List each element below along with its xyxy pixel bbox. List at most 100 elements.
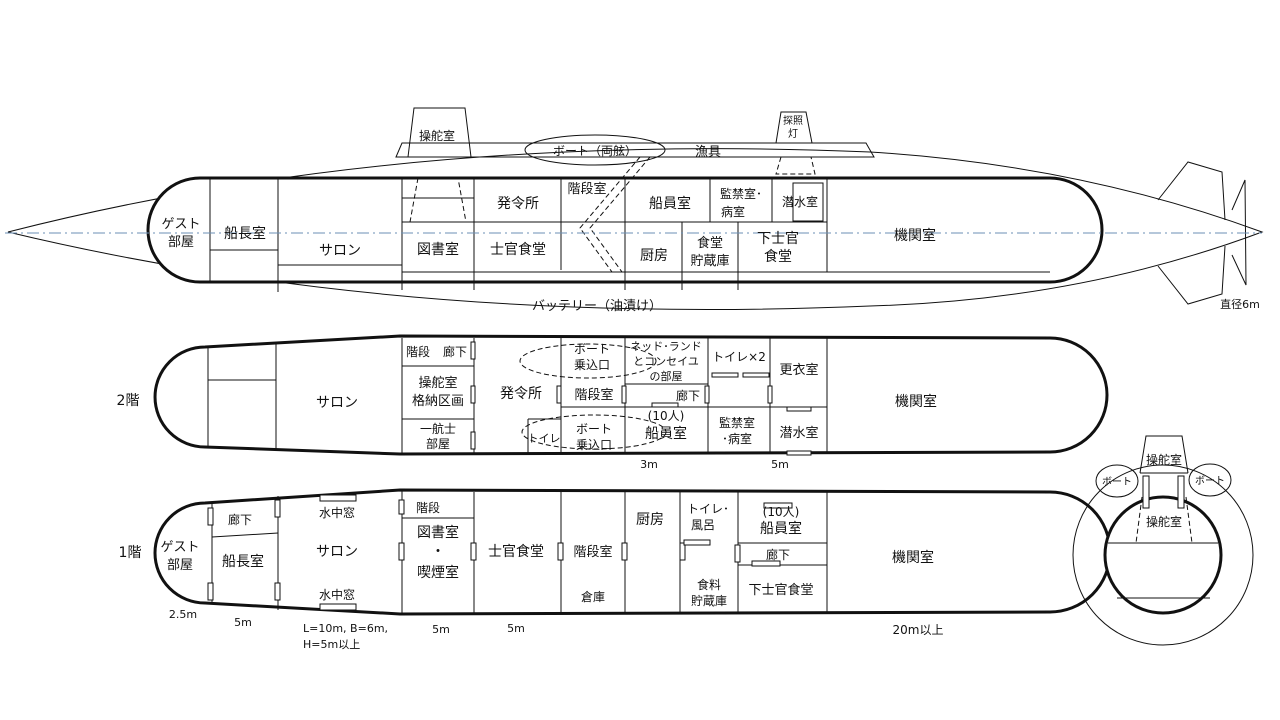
pressure-hull-deck2 <box>153 334 1109 456</box>
d1-bath-2: 風呂 <box>691 518 715 532</box>
d1-pantry-1: 食料 <box>697 577 721 592</box>
d2-corridor: 廊下 <box>676 388 700 403</box>
d1-dim-2: 5m <box>234 616 252 629</box>
d1-corridor-left: 廊下 <box>228 512 252 527</box>
d1-salon-dims-2: H=5m以上 <box>303 638 360 651</box>
searchlight-lower <box>775 156 816 175</box>
d1-library-dot: ・ <box>431 544 445 560</box>
upper-deck <box>395 142 875 158</box>
cross-bridge-tower <box>1139 435 1189 474</box>
label-diving: 潜水室 <box>782 194 818 209</box>
side-view: 操舵室 探照 灯 ボート（両舷） 漁具 ゲスト 部屋 船長室 サロン 発令所 図… <box>5 107 1264 314</box>
d1-salon-dims-1: L=10m, B=6m, <box>303 622 388 635</box>
label-nco-2: 食堂 <box>764 248 792 265</box>
d2-crew: 船員室 <box>645 425 687 442</box>
label-deck1: 1階 <box>119 545 142 561</box>
d2-boat-top-1: ボート <box>574 342 610 356</box>
bridge-tower <box>407 107 472 158</box>
d2-brig-2: ･病室 <box>722 431 752 446</box>
d1-storage: 倉庫 <box>581 589 605 604</box>
d2-engine: 機関室 <box>895 393 937 410</box>
d1-dim-1: 2.5m <box>169 608 197 621</box>
d2-toilet: トイレ <box>528 432 561 445</box>
d1-window-top: 水中窓 <box>319 505 355 520</box>
pressure-hull-deck1 <box>153 488 1112 616</box>
label-searchlight-2: 灯 <box>788 128 798 140</box>
label-nco-1: 下士官 <box>757 231 799 247</box>
d1-pantry-2: 貯蔵庫 <box>691 594 727 608</box>
label-bridge: 操舵室 <box>419 128 455 143</box>
d2-stairs-left: 階段 <box>406 344 430 359</box>
searchlight-tower <box>775 111 813 144</box>
label-deck-boat: ボート（両舷） <box>553 143 637 158</box>
d1-galley: 厨房 <box>636 512 664 528</box>
label-brig-1: 監禁室･ <box>720 186 762 201</box>
d2-diving: 潜水室 <box>779 425 818 441</box>
cross-boat-left-label: ボート <box>1102 476 1132 488</box>
d1-dim-3: 5m <box>432 623 450 636</box>
d1-corridor: 廊下 <box>766 547 790 562</box>
d2-toilets: トイレ×2 <box>712 350 766 364</box>
d1-library-3: 喫煙室 <box>417 564 459 581</box>
d1-library-1: 図書室 <box>417 524 459 541</box>
d2-boat-top-2: 乗込口 <box>574 358 610 372</box>
label-guest-2: 部屋 <box>168 235 194 250</box>
d1-captain: 船長室 <box>222 553 264 570</box>
d2-brig-1: 監禁室 <box>719 415 755 430</box>
cross-boat-right-label: ボート <box>1195 475 1225 487</box>
cross-pressure-hull <box>1103 495 1223 615</box>
d2-bridge-storage-2: 格納区画 <box>412 393 464 409</box>
cross-boat-left <box>1095 464 1139 498</box>
label-guest-1: ゲスト <box>161 217 200 232</box>
label-galley: 厨房 <box>640 248 668 264</box>
cross-bridge-inner-label: 操舵室 <box>1146 514 1182 529</box>
deck1-plan: 1階 ゲスト 部屋 廊下 船長室 水中窓 サロン 水中窓 階段 図書室 ・ 喫煙… <box>119 488 1112 651</box>
d1-crew: 船員室 <box>760 520 802 537</box>
d2-bridge-storage-1: 操舵室 <box>418 375 457 391</box>
label-deck2: 2階 <box>117 393 140 409</box>
d1-dim-5: 20m以上 <box>893 623 944 637</box>
d2-first-officer-2: 部屋 <box>426 436 450 451</box>
label-pantry-2: 貯蔵庫 <box>690 254 729 269</box>
d2-dim-3m: 3m <box>640 458 658 471</box>
deck-boat-ellipse <box>524 134 666 166</box>
label-library: 図書室 <box>417 241 459 258</box>
label-command: 発令所 <box>497 196 539 212</box>
label-captain: 船長室 <box>224 225 266 242</box>
d1-officers-mess: 士官食堂 <box>488 543 544 560</box>
label-fishing-gear: 漁具 <box>695 145 721 160</box>
d2-locker: 更衣室 <box>779 362 818 378</box>
d1-window-bottom: 水中窓 <box>319 587 355 602</box>
d1-crew-count: (10人) <box>763 505 800 519</box>
d2-boat-bottom-1: ボート <box>576 422 612 436</box>
d1-stairs-small: 階段 <box>416 500 440 515</box>
tail-fin-lower <box>1157 245 1226 305</box>
d1-guest-1: ゲスト <box>160 540 199 555</box>
boat-entry-top-dashed <box>519 343 657 379</box>
cross-boat-right <box>1188 463 1232 497</box>
label-salon: サロン <box>319 243 361 259</box>
stairs-dashed-2 <box>589 156 651 273</box>
d1-stairs: 階段室 <box>573 544 612 560</box>
d2-ned-1: ネッド･ランド <box>630 340 702 353</box>
label-officers-mess: 士官食堂 <box>490 241 546 258</box>
d1-dim-4: 5m <box>507 622 525 635</box>
stairs-dashed <box>579 156 641 273</box>
d2-command: 発令所 <box>500 386 542 402</box>
d1-salon: サロン <box>316 544 358 560</box>
d1-bath-1: トイレ･ <box>687 502 729 516</box>
label-crew: 船員室 <box>649 195 691 212</box>
d1-nco-mess: 下士官食堂 <box>748 582 813 598</box>
d2-dim-5m: 5m <box>771 458 789 471</box>
d1-guest-2: 部屋 <box>167 558 193 573</box>
boat-entry-bottom-dashed <box>521 414 667 450</box>
cross-outer-circle <box>1072 464 1254 646</box>
d2-crew-count: (10人) <box>648 409 685 423</box>
label-diameter: 直径6m <box>1220 297 1260 311</box>
d1-engine: 機関室 <box>892 549 934 566</box>
label-engine: 機関室 <box>894 227 936 244</box>
label-pantry-1: 食堂 <box>697 235 723 251</box>
deck2-plan: 2階 サロン 階段 廊下 操舵室 格納区画 一航士 部屋 発令所 ボート 乗込口… <box>117 334 1109 471</box>
label-searchlight-1: 探照 <box>783 114 803 127</box>
